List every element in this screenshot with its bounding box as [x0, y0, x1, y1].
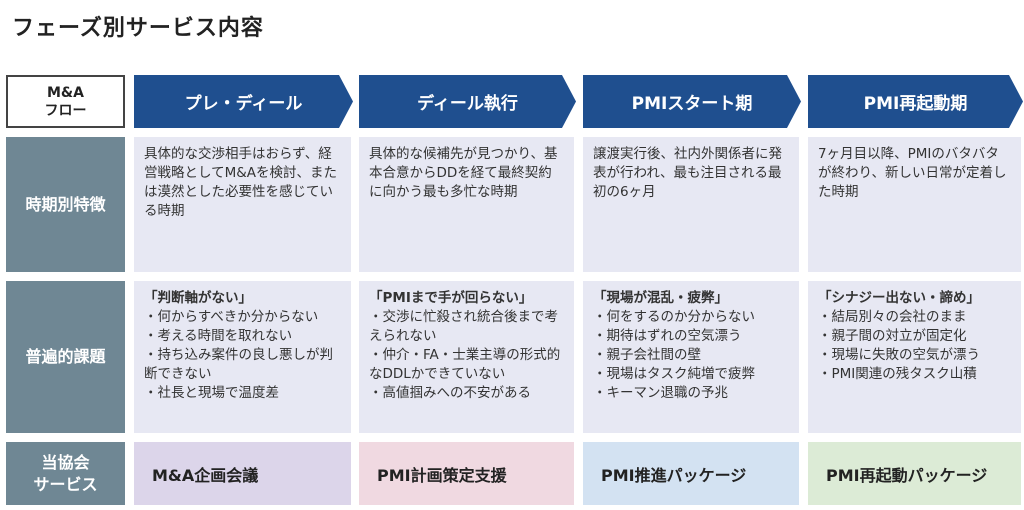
issue-cell: 「PMIまで手が回らない」 ・交渉に忙殺され統合後まで考えられない ・仲介・FA…	[359, 281, 574, 433]
issue-cell: 「シナジー出ない・諦め」 ・結局別々の会社のまま ・親子間の対立が固定化 ・現場…	[808, 281, 1021, 433]
phase-chevron-pmi-restart: PMI再起動期	[808, 75, 1023, 128]
issue-item: ・考える時間を取れない	[144, 328, 293, 344]
issue-heading: 「PMIまで手が回らない」	[369, 290, 533, 306]
services-label-line1: 当協会	[41, 452, 90, 472]
issue-item: ・現場はタスク純増で疲弊	[593, 366, 755, 382]
row-label-issues: 普遍的課題	[6, 281, 125, 433]
issue-heading: 「現場が混乱・疲弊」	[593, 290, 728, 306]
issue-item: ・何をするのか分からない	[593, 309, 755, 325]
service-pmi-promotion: PMI推進パッケージ	[583, 442, 799, 505]
issue-heading: 「シナジー出ない・諦め」	[818, 290, 980, 306]
issue-item: ・親子間の対立が固定化	[818, 328, 967, 344]
phase-chevron-pmi-start: PMIスタート期	[583, 75, 801, 128]
service-pmi-restart: PMI再起動パッケージ	[808, 442, 1021, 505]
services-label-line2: サービス	[33, 474, 98, 494]
feature-cell: 具体的な交渉相手はおらず、経営戦略としてM&Aを検討、または漠然とした必要性を感…	[134, 137, 351, 272]
issue-cell: 「判断軸がない」 ・何からすべきか分からない ・考える時間を取れない ・持ち込み…	[134, 281, 351, 433]
flow-label-line2: フロー	[44, 102, 87, 119]
issue-heading: 「判断軸がない」	[144, 290, 252, 306]
issue-cell: 「現場が混乱・疲弊」 ・何をするのか分からない ・期待はずれの空気漂う ・親子会…	[583, 281, 799, 433]
phase-chevron-deal: ディール執行	[359, 75, 576, 128]
issue-item: ・キーマン退職の予兆	[593, 385, 728, 401]
feature-cell: 具体的な候補先が見つかり、基本合意からDDを経て最終契約に向かう最も多忙な時期	[359, 137, 574, 272]
phase-chevron-pre-deal: プレ・ディール	[134, 75, 353, 128]
issue-item: ・期待はずれの空気漂う	[593, 328, 742, 344]
issue-item: ・現場に失敗の空気が漂う	[818, 347, 980, 363]
row-label-features: 時期別特徴	[6, 137, 125, 272]
feature-cell: 7ヶ月目以降、PMIのバタバタが終わり、新しい日常が定着した時期	[808, 137, 1021, 272]
service-pmi-planning: PMI計画策定支援	[359, 442, 574, 505]
issue-item: ・仲介・FA・士業主導の形式的なDDLかできていない	[369, 347, 561, 382]
issue-item: ・何からすべきか分からない	[144, 309, 319, 325]
issue-item: ・持ち込み案件の良し悪しが判断できない	[144, 347, 333, 382]
issue-item: ・高値掴みへの不安がある	[369, 385, 531, 401]
flow-label-line1: M&A	[47, 84, 84, 101]
row-label-services: 当協会 サービス	[6, 442, 125, 505]
issue-item: ・親子会社間の壁	[593, 347, 701, 363]
page-title: フェーズ別サービス内容	[12, 16, 264, 41]
flow-label-box: M&A フロー	[6, 75, 125, 128]
issue-item: ・社長と現場で温度差	[144, 385, 279, 401]
feature-cell: 譲渡実行後、社内外関係者に発表が行われ、最も注目される最初の6ヶ月	[583, 137, 799, 272]
issue-item: ・PMI関連の残タスク山積	[818, 366, 977, 382]
issue-item: ・交渉に忙殺され統合後まで考えられない	[369, 309, 558, 344]
issue-item: ・結局別々の会社のまま	[818, 309, 967, 325]
service-ma-planning: M&A企画会議	[134, 442, 351, 505]
